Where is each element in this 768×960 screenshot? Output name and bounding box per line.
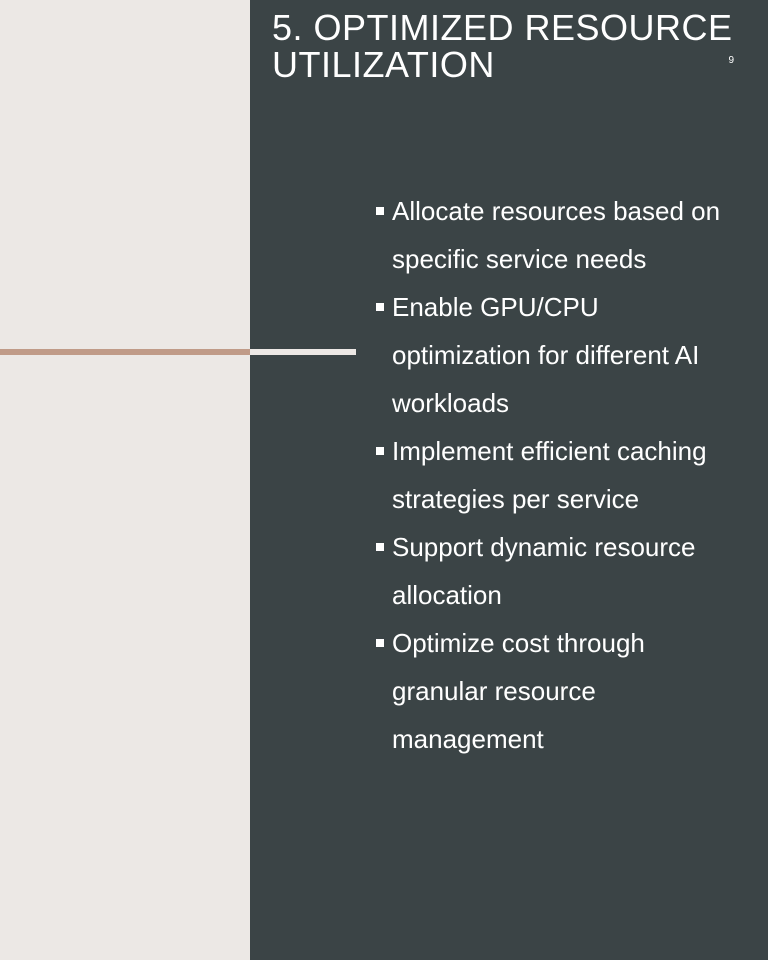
- slide-number: 9: [728, 55, 734, 66]
- square-bullet-icon: [376, 447, 384, 455]
- bullet-text: Allocate resources based on specific ser…: [392, 196, 721, 274]
- bullet-item: Enable GPU/CPU optimization for differen…: [374, 283, 744, 427]
- bullet-text: Support dynamic resource allocation: [392, 532, 696, 610]
- accent-line: [0, 349, 250, 355]
- square-bullet-icon: [376, 303, 384, 311]
- square-bullet-icon: [376, 639, 384, 647]
- slide-title: 5. OPTIMIZED RESOURCE UTILIZATION: [272, 7, 733, 85]
- bullet-item: Optimize cost through granular resource …: [374, 619, 744, 763]
- bullet-item: Implement efficient caching strategies p…: [374, 427, 744, 523]
- bullet-text: Optimize cost through granular resource …: [392, 628, 645, 754]
- content-panel: [250, 0, 768, 960]
- bullet-text: Enable GPU/CPU optimization for differen…: [392, 292, 700, 418]
- square-bullet-icon: [376, 543, 384, 551]
- left-panel: [0, 0, 250, 960]
- bullet-item: Support dynamic resource allocation: [374, 523, 744, 619]
- divider-line: [250, 349, 356, 355]
- square-bullet-icon: [376, 207, 384, 215]
- bullet-item: Allocate resources based on specific ser…: [374, 187, 744, 283]
- bullet-list: Allocate resources based on specific ser…: [374, 187, 744, 763]
- bullet-text: Implement efficient caching strategies p…: [392, 436, 707, 514]
